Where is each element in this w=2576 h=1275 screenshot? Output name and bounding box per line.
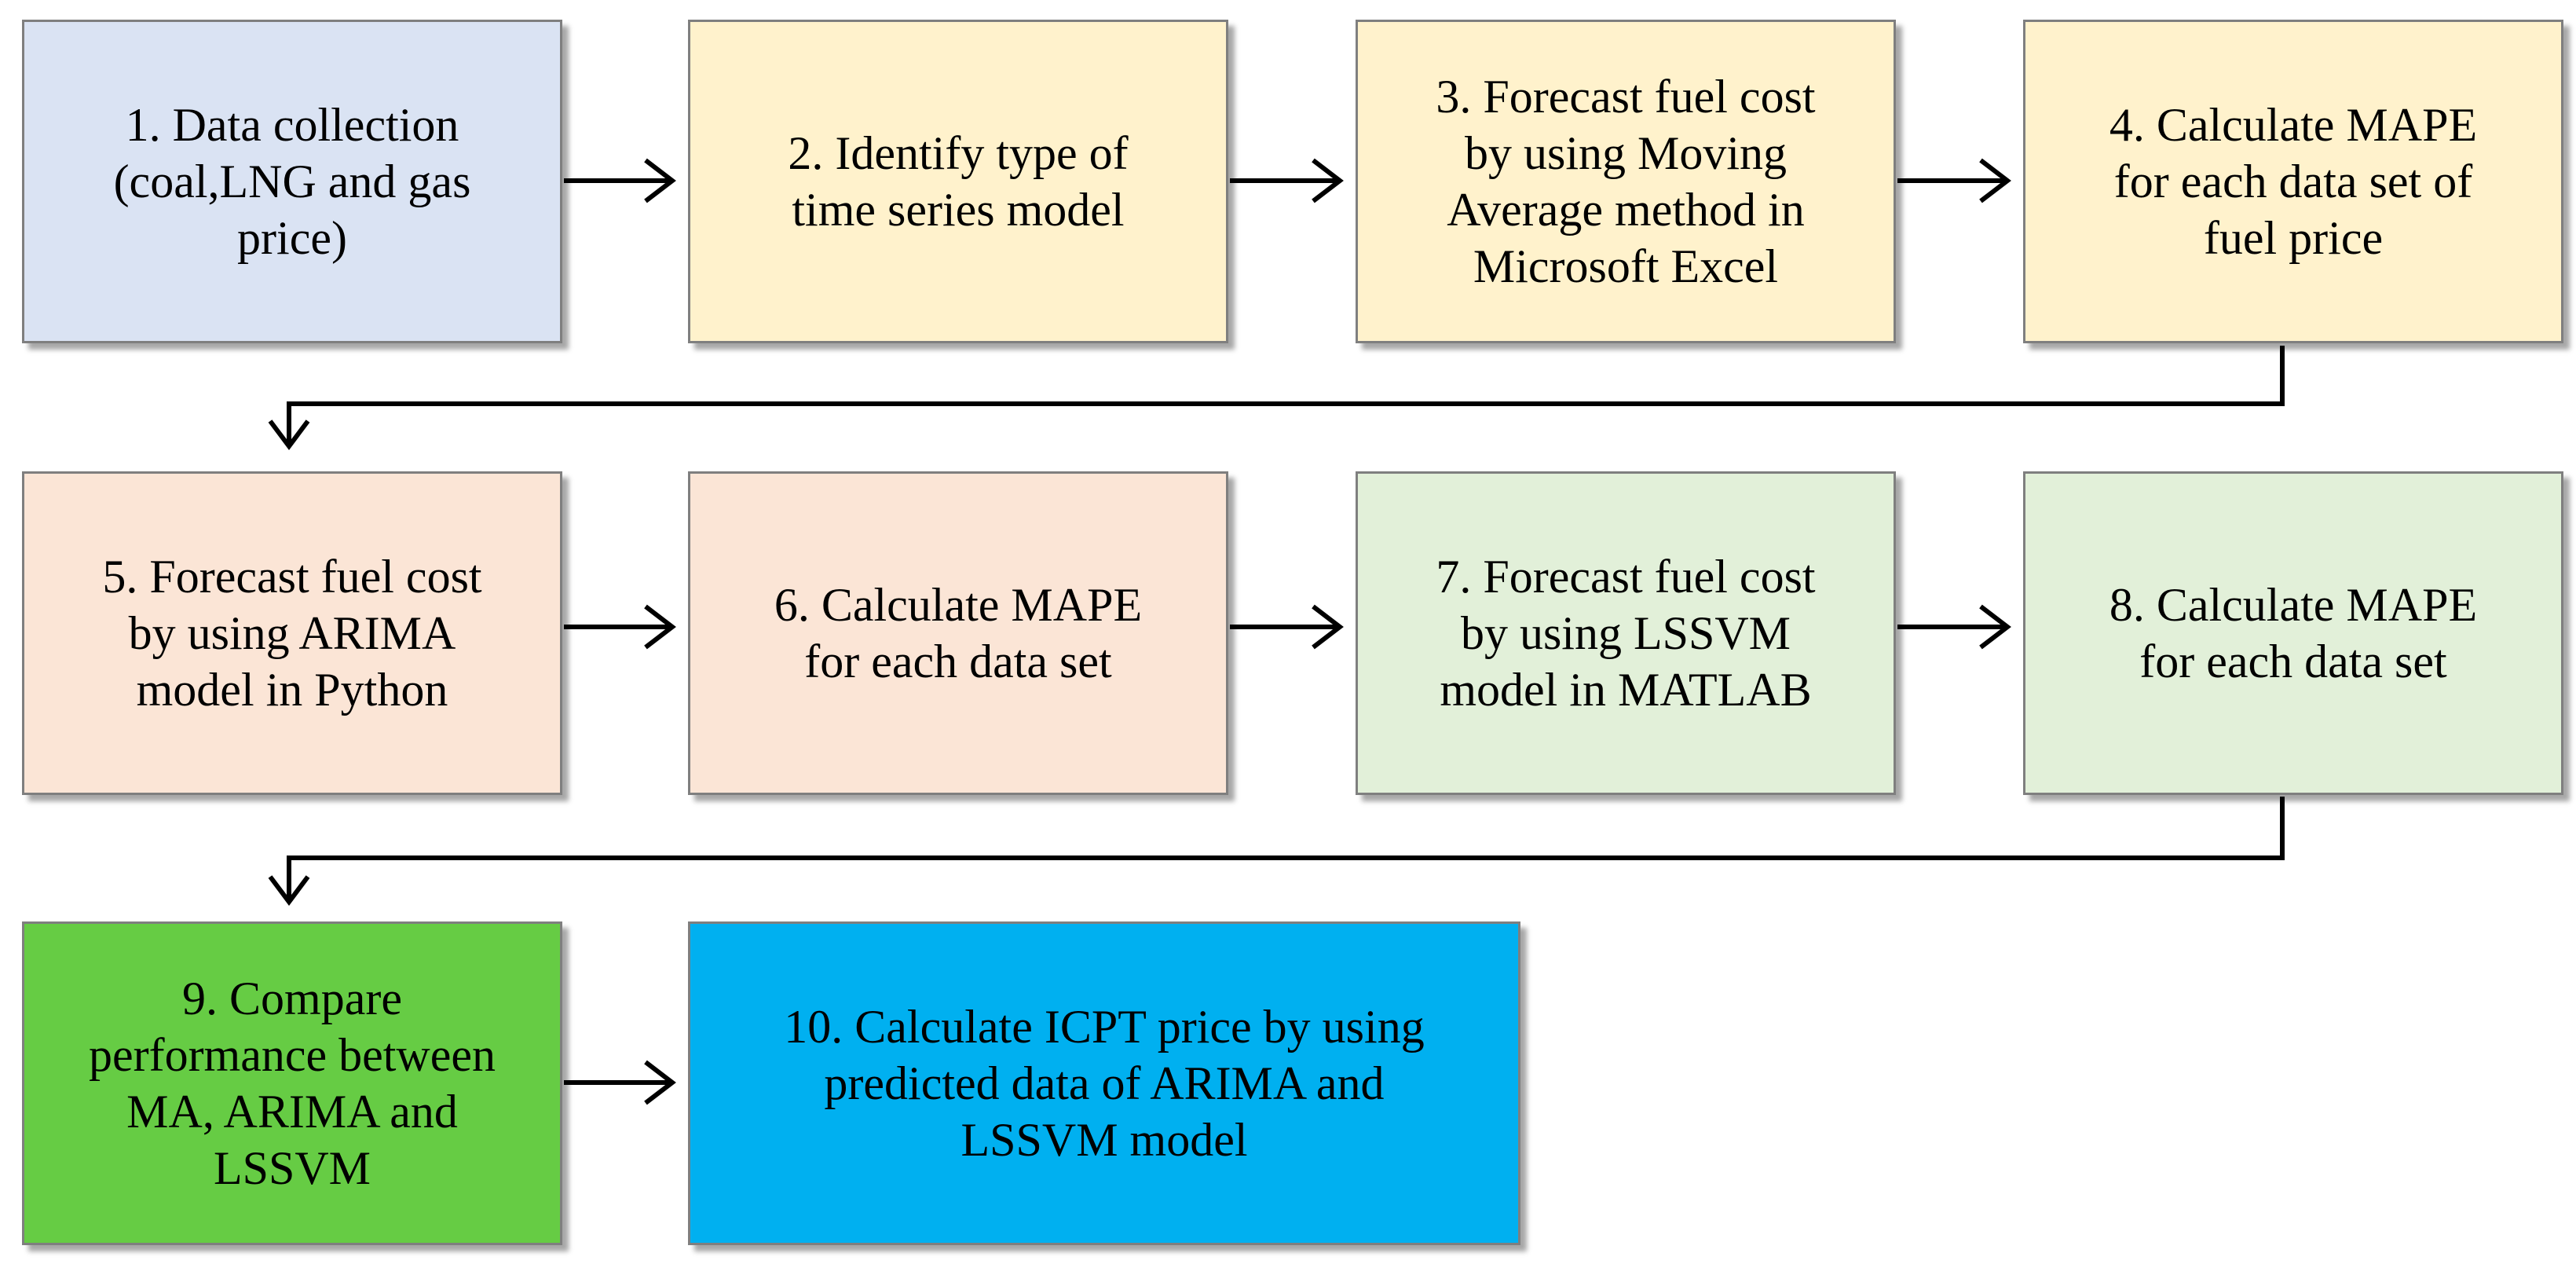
step-9-line: 9. Compare [182, 973, 402, 1024]
step-9-line: performance between [88, 1029, 496, 1081]
step-4-line: 4. Calculate MAPE [2109, 99, 2478, 151]
arrow-9-to-10-head [644, 1060, 676, 1105]
step-9-compare-performance: 9. Compare performance between MA, ARIMA… [22, 921, 562, 1245]
step-3-line: Average method in [1447, 184, 1805, 236]
step-2-identify-model: 2. Identify type of time series model [688, 20, 1228, 343]
step-4-line: for each data set of [2113, 156, 2473, 207]
step-6-line: 6. Calculate MAPE [774, 579, 1143, 631]
step-3-line: 3. Forecast fuel cost [1436, 71, 1816, 123]
arrow-7-to-8-head [1979, 604, 2011, 650]
step-3-moving-average: 3. Forecast fuel cost by using Moving Av… [1356, 20, 1896, 343]
step-6-line: for each data set [804, 636, 1112, 687]
step-3-label: 3. Forecast fuel cost by using Moving Av… [1436, 68, 1815, 295]
step-5-arima: 5. Forecast fuel cost by using ARIMA mod… [22, 471, 562, 795]
step-6-calculate-mape: 6. Calculate MAPE for each data set [688, 471, 1228, 795]
step-3-line: by using Moving [1464, 127, 1787, 179]
step-8-calculate-mape: 8. Calculate MAPE for each data set [2023, 471, 2563, 795]
step-5-label: 5. Forecast fuel cost by using ARIMA mod… [102, 548, 481, 718]
step-1-line: price) [237, 212, 347, 264]
step-1-data-collection: 1. Data collection (coal,LNG and gas pri… [22, 20, 562, 343]
arrow-3-to-4-head [1979, 158, 2011, 203]
step-9-line: MA, ARIMA and [126, 1086, 458, 1138]
step-2-line: time series model [792, 184, 1125, 236]
arrow-8-to-9-line [287, 797, 2285, 902]
step-8-line: for each data set [2139, 636, 2447, 687]
arrow-6-to-7-head [1312, 604, 1344, 650]
step-7-line: by using LSSVM [1460, 607, 1791, 659]
step-4-label: 4. Calculate MAPE for each data set of f… [2109, 97, 2477, 266]
step-1-line: (coal,LNG and gas [113, 156, 471, 207]
step-8-label: 8. Calculate MAPE for each data set [2109, 577, 2477, 690]
step-5-line: by using ARIMA [128, 607, 456, 659]
step-7-label: 7. Forecast fuel cost by using LSSVM mod… [1436, 548, 1815, 718]
step-7-lssvm: 7. Forecast fuel cost by using LSSVM mod… [1356, 471, 1896, 795]
step-5-line: model in Python [136, 664, 448, 716]
step-4-calculate-mape: 4. Calculate MAPE for each data set of f… [2023, 20, 2563, 343]
step-5-line: 5. Forecast fuel cost [102, 551, 482, 603]
step-8-line: 8. Calculate MAPE [2109, 579, 2478, 631]
step-10-line: predicted data of ARIMA and [824, 1057, 1385, 1109]
step-10-line: 10. Calculate ICPT price by using [784, 1001, 1425, 1053]
arrow-4-to-5-head [268, 420, 310, 450]
arrow-5-to-6-head [644, 604, 676, 650]
step-10-line: LSSVM model [961, 1114, 1248, 1166]
step-1-line: 1. Data collection [125, 99, 459, 151]
arrow-4-to-5-line [287, 346, 2285, 446]
arrow-1-to-2-head [644, 158, 676, 203]
step-4-line: fuel price [2203, 212, 2384, 264]
arrow-8-to-9-head [268, 875, 310, 906]
step-3-line: Microsoft Excel [1473, 240, 1779, 292]
step-2-label: 2. Identify type of time series model [788, 125, 1128, 238]
step-7-line: model in MATLAB [1440, 664, 1812, 716]
step-10-calculate-icpt: 10. Calculate ICPT price by using predic… [688, 921, 1520, 1245]
arrow-2-to-3-head [1312, 158, 1344, 203]
step-6-label: 6. Calculate MAPE for each data set [774, 577, 1142, 690]
step-7-line: 7. Forecast fuel cost [1436, 551, 1816, 603]
step-2-line: 2. Identify type of [788, 127, 1129, 179]
step-10-label: 10. Calculate ICPT price by using predic… [784, 998, 1424, 1168]
step-9-line: LSSVM [213, 1142, 371, 1194]
step-9-label: 9. Compare performance between MA, ARIMA… [89, 970, 496, 1196]
step-1-label: 1. Data collection (coal,LNG and gas pri… [114, 97, 471, 266]
